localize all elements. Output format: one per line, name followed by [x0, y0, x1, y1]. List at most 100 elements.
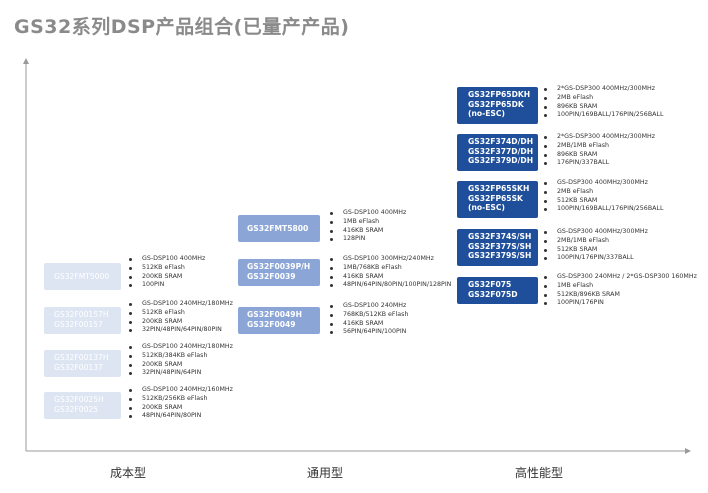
product-name: GS32F377S/SH: [468, 241, 532, 251]
spec-item: 1MB eFlash: [542, 282, 697, 291]
spec-item: GS-DSP100 240MHz: [328, 302, 408, 311]
spec-item: 416KB SRAM: [328, 273, 451, 282]
product-box-gs32f00157: GS32F00157H GS32F00157: [44, 307, 121, 334]
spec-list-gs32f37xs: GS-DSP300 400MHz/300MHz 2MB/1MB eFlash 5…: [542, 228, 648, 263]
product-box-gs32fmt5000: GS32FMT5000: [44, 263, 121, 290]
product-name: GS32FP65SKH: [468, 184, 530, 193]
spec-item: 1MB/768KB eFlash: [328, 264, 451, 273]
spec-item: 56PIN/64PIN/100PIN: [328, 328, 408, 337]
product-name: GS32F374D/DH: [468, 137, 534, 146]
spec-list-gs32fp65sk: GS-DSP300 400MHz/300MHz 2MB eFlash 512KB…: [542, 179, 663, 214]
spec-item: 896KB SRAM: [542, 103, 663, 112]
product-name: GS32FP65DKH: [468, 90, 531, 99]
product-name: GS32F0049H: [247, 310, 302, 319]
spec-item: GS-DSP100 240MHz/180MHz: [127, 300, 233, 309]
spec-list-gs32f00157: GS-DSP100 240MHz/180MHz 512KB eFlash 200…: [127, 300, 233, 335]
spec-item: GS-DSP300 240MHz / 2*GS-DSP300 160MHz: [542, 273, 697, 282]
product-name: GS32F379D/DH: [468, 156, 534, 166]
product-name: GS32F374S/SH: [468, 232, 532, 241]
spec-item: 512KB SRAM: [542, 197, 663, 206]
spec-list-gs32f075: GS-DSP300 240MHz / 2*GS-DSP300 160MHz 1M…: [542, 273, 697, 308]
spec-item: 416KB SRAM: [328, 320, 408, 329]
product-name: GS32F0025H: [54, 395, 104, 404]
spec-item: 512KB/256KB eFlash: [127, 395, 233, 404]
product-box-gs32f0039: GS32F0039P/H GS32F0039: [238, 259, 320, 286]
spec-item: 100PIN: [127, 281, 205, 290]
spec-item: GS-DSP100 300MHz/240MHz: [328, 255, 451, 264]
spec-item: 512KB/896KB SRAM: [542, 291, 697, 300]
product-name: GS32F0049: [247, 319, 296, 329]
spec-list-gs32f00137: GS-DSP100 240MHz/180MHz 512KB/384KB eFla…: [127, 343, 233, 378]
spec-item: GS-DSP100 400MHz: [127, 255, 205, 264]
spec-item: 200KB SRAM: [127, 318, 233, 327]
product-box-gs32f0049: GS32F0049H GS32F0049: [238, 307, 320, 334]
product-box-gs32f075: GS32F075 GS32F075D: [457, 277, 538, 304]
spec-item: 2*GS-DSP300 400MHz/300MHz: [542, 133, 655, 142]
product-name: GS32F00157H: [54, 310, 109, 319]
page-title: GS32系列DSP产品组合(已量产产品): [14, 16, 350, 38]
spec-item: 1MB eFlash: [328, 218, 406, 227]
product-name: GS32F0039: [247, 271, 296, 281]
spec-item: 512KB/384KB eFlash: [127, 352, 233, 361]
spec-item: 100PIN/176PIN/337BALL: [542, 254, 648, 263]
product-name: GS32FMT5000: [54, 271, 110, 281]
spec-item: 2MB/1MB eFlash: [542, 237, 648, 246]
category-label-performance: 高性能型: [515, 466, 564, 480]
product-box-gs32f37xd: GS32F374D/DH GS32F377D/DH GS32F379D/DH: [457, 134, 538, 171]
spec-item: GS-DSP100 400MHz: [328, 209, 406, 218]
product-name: GS32F0025: [54, 404, 99, 414]
spec-item: 2MB eFlash: [542, 94, 663, 103]
product-box-gs32f0025: GS32F0025H GS32F0025: [44, 392, 121, 419]
product-name: GS32FP65SK: [468, 193, 523, 203]
spec-item: 2MB eFlash: [542, 188, 663, 197]
spec-item: 768KB/512KB eFlash: [328, 311, 408, 320]
product-name: GS32FMT5800: [247, 223, 309, 233]
spec-item: GS-DSP100 240MHz/180MHz: [127, 343, 233, 352]
spec-item: 2MB/1MB eFlash: [542, 142, 655, 151]
product-name: GS32F00137H: [54, 353, 109, 362]
category-label-cost: 成本型: [110, 466, 147, 480]
product-name: GS32F075D: [468, 289, 518, 299]
spec-item: 32PIN/48PIN/64PIN/80PIN: [127, 326, 233, 335]
spec-item: 512KB eFlash: [127, 309, 233, 318]
spec-list-gs32f0025: GS-DSP100 240MHz/160MHz 512KB/256KB eFla…: [127, 386, 233, 421]
product-name: GS32F377D/DH: [468, 146, 534, 156]
product-name: GS32F075: [468, 280, 512, 289]
product-name: (no-ESC): [468, 203, 505, 213]
product-box-gs32f00137: GS32F00137H GS32F00137: [44, 350, 121, 377]
spec-item: 200KB SRAM: [127, 361, 233, 370]
spec-item: 200KB SRAM: [127, 273, 205, 282]
spec-item: GS-DSP100 240MHz/160MHz: [127, 386, 233, 395]
spec-item: 128PIN: [328, 235, 406, 244]
spec-item: 100PIN/169BALL/176PIN/256BALL: [542, 111, 663, 120]
spec-item: 512KB eFlash: [127, 264, 205, 273]
spec-list-gs32f37xd: 2*GS-DSP300 400MHz/300MHz 2MB/1MB eFlash…: [542, 133, 655, 168]
product-name: GS32FP65DK: [468, 99, 524, 109]
product-box-gs32fp65dk: GS32FP65DKH GS32FP65DK (no-ESC): [457, 87, 538, 124]
spec-list-gs32fp65dk: 2*GS-DSP300 400MHz/300MHz 2MB eFlash 896…: [542, 85, 663, 120]
spec-item: 2*GS-DSP300 400MHz/300MHz: [542, 85, 663, 94]
spec-list-gs32f0039: GS-DSP100 300MHz/240MHz 1MB/768KB eFlash…: [328, 255, 451, 290]
spec-item: 200KB SRAM: [127, 404, 233, 413]
product-name: GS32F379S/SH: [468, 251, 532, 261]
spec-item: GS-DSP300 400MHz/300MHz: [542, 179, 663, 188]
spec-item: 896KB SRAM: [542, 151, 655, 160]
spec-item: 48PIN/64PIN/80PIN/100PIN/128PIN: [328, 281, 451, 290]
spec-item: 100PIN/176PIN: [542, 299, 697, 308]
spec-list-gs32fmt5000: GS-DSP100 400MHz 512KB eFlash 200KB SRAM…: [127, 255, 205, 290]
spec-item: 32PIN/48PIN/64PIN: [127, 369, 233, 378]
spec-item: GS-DSP300 400MHz/300MHz: [542, 228, 648, 237]
product-box-gs32fmt5800: GS32FMT5800: [238, 215, 320, 242]
product-box-gs32fp65sk: GS32FP65SKH GS32FP65SK (no-ESC): [457, 181, 538, 218]
spec-item: 100PIN/169BALL/176PIN/256BALL: [542, 205, 663, 214]
spec-item: 176PIN/337BALL: [542, 159, 655, 168]
category-label-general: 通用型: [307, 466, 344, 480]
product-box-gs32f37xs: GS32F374S/SH GS32F377S/SH GS32F379S/SH: [457, 229, 538, 266]
spec-item: 48PIN/64PIN/80PIN: [127, 412, 233, 421]
product-name: GS32F00157: [54, 319, 103, 329]
spec-list-gs32fmt5800: GS-DSP100 400MHz 1MB eFlash 416KB SRAM 1…: [328, 209, 406, 244]
product-name: GS32F0039P/H: [247, 262, 311, 271]
spec-list-gs32f0049: GS-DSP100 240MHz 768KB/512KB eFlash 416K…: [328, 302, 408, 337]
product-name: GS32F00137: [54, 362, 103, 372]
